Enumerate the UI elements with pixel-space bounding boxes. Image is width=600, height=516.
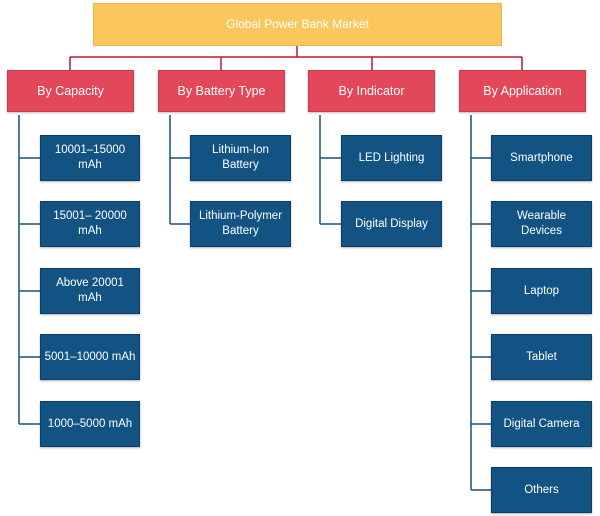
- category-label: By Indicator: [338, 83, 405, 98]
- leaf-label: Smartphone: [510, 151, 573, 164]
- category-by-battery-type: By Battery Type: [158, 70, 285, 112]
- leaf-node: Lithium-Polymer Battery: [190, 201, 291, 247]
- root-node: Global Power Bank Market: [93, 3, 502, 46]
- leaf-node: Digital Display: [341, 201, 442, 247]
- leaf-label: Above 20001 mAh: [56, 277, 124, 304]
- leaf-node: Digital Camera: [491, 401, 592, 447]
- category-label: By Capacity: [37, 83, 104, 98]
- leaf-node: Smartphone: [491, 135, 592, 181]
- category-label: By Battery Type: [177, 83, 266, 98]
- leaf-label: Wearable Devices: [516, 210, 566, 237]
- leaf-label: Laptop: [523, 284, 560, 297]
- leaf-label: Tablet: [526, 350, 557, 363]
- leaf-node: 15001– 20000 mAh: [40, 201, 140, 247]
- leaf-label: LED Lighting: [358, 151, 425, 164]
- category-by-indicator: By Indicator: [308, 70, 435, 112]
- category-by-capacity: By Capacity: [7, 70, 134, 112]
- leaf-label: 10001–15000 mAh: [54, 144, 126, 171]
- root-label: Global Power Bank Market: [226, 16, 369, 31]
- leaf-node: 10001–15000 mAh: [40, 135, 140, 181]
- leaf-node: Tablet: [491, 334, 592, 380]
- leaf-label: Digital Display: [355, 217, 428, 230]
- leaf-node: Laptop: [491, 268, 592, 314]
- leaf-label: Digital Camera: [503, 417, 580, 430]
- leaf-label: 15001– 20000 mAh: [53, 210, 127, 237]
- leaf-node: Wearable Devices: [491, 201, 592, 247]
- leaf-node: Above 20001 mAh: [40, 268, 140, 314]
- leaf-label: 5001–10000 mAh: [44, 350, 136, 363]
- leaf-label: Lithium-Polymer Battery: [198, 210, 283, 237]
- leaf-label: 1000–5000 mAh: [47, 417, 133, 430]
- leaf-label: Lithium-Ion Battery: [212, 144, 269, 171]
- leaf-node: LED Lighting: [341, 135, 442, 181]
- leaf-node: 1000–5000 mAh: [40, 401, 140, 447]
- leaf-node: Lithium-Ion Battery: [190, 135, 291, 181]
- leaf-node: 5001–10000 mAh: [40, 334, 140, 380]
- leaf-label: Others: [524, 483, 559, 496]
- category-label: By Application: [483, 83, 562, 98]
- category-by-application: By Application: [459, 70, 586, 112]
- leaf-node: Others: [491, 467, 592, 513]
